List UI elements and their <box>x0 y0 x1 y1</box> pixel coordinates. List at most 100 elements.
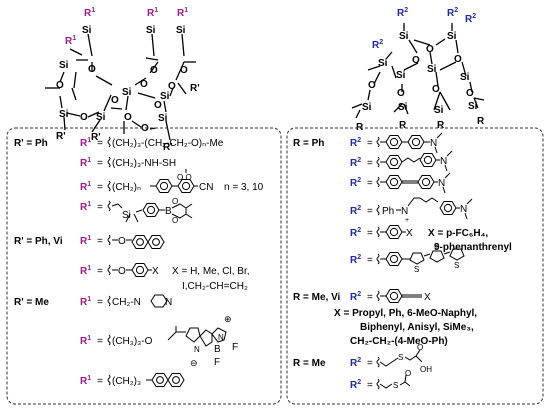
r2-entry-2: R2 = N <box>350 150 453 172</box>
svg-text:O: O <box>154 100 162 111</box>
svg-text:X = Propyl, Ph, 6-MeO-Naphyl,: X = Propyl, Ph, 6-MeO-Naphyl, <box>334 308 477 319</box>
svg-text:Si: Si <box>96 112 106 123</box>
svg-text:R2: R2 <box>465 13 476 25</box>
svg-text:=: = <box>97 202 103 213</box>
svg-text:O: O <box>368 80 376 91</box>
svg-text:Si: Si <box>447 31 457 42</box>
svg-text:X: X <box>424 292 431 303</box>
r1-entry-1: R1 = (CH₂)₃-(CH₂-CH₂-O)ₙ-Me <box>80 136 224 149</box>
svg-text:R': R' <box>56 131 66 142</box>
svg-text:(CH₃)₃-O: (CH₃)₃-O <box>112 336 153 347</box>
svg-text:n = 3, 10: n = 3, 10 <box>224 182 264 193</box>
svg-text:R2: R2 <box>350 177 361 189</box>
svg-text:R1: R1 <box>80 375 91 387</box>
svg-text:O: O <box>417 343 423 352</box>
svg-text:=: = <box>97 236 103 247</box>
svg-text:R2: R2 <box>447 7 458 19</box>
svg-text:=: = <box>367 158 373 169</box>
svg-text:CN: CN <box>199 182 213 193</box>
svg-text:R1: R1 <box>80 201 91 213</box>
svg-text:=: = <box>367 380 373 391</box>
left-scaffold: R1 R1 R1 R1 Si Si Si Si O O O O Si Si O … <box>45 7 200 153</box>
svg-text:R1: R1 <box>80 137 91 149</box>
right-panel-frame <box>286 127 544 405</box>
svg-text:O O: O O <box>177 173 192 182</box>
svg-text:=: = <box>97 266 103 277</box>
r2-entry-4: R2 = Ph N + N <box>350 197 473 224</box>
svg-text:⊕: ⊕ <box>224 314 232 324</box>
svg-text:(CH₂)₃-(CH₂-CH₂-O)ₙ-Me: (CH₂)₃-(CH₂-CH₂-O)ₙ-Me <box>112 138 224 149</box>
r2-entry-5: R2 = X X = p-FC₆H₄, 9-phenanthrenyl <box>350 225 512 253</box>
r1-entry-4: R1 = Si B O O <box>80 197 193 225</box>
svg-text:Si: Si <box>160 91 170 102</box>
svg-text:=: = <box>367 178 373 189</box>
group-label-r-me: R = Me <box>293 358 326 369</box>
svg-text:⊖: ⊖ <box>190 358 198 368</box>
svg-text:R2: R2 <box>350 137 361 149</box>
svg-text:Si: Si <box>398 102 408 113</box>
svg-text:Si: Si <box>146 25 156 36</box>
svg-text:O: O <box>88 64 96 75</box>
svg-text:R2: R2 <box>350 254 361 266</box>
svg-text:R2: R2 <box>372 39 383 51</box>
r1-entry-5: R1 = O <box>80 234 165 249</box>
svg-text:X = p-FC₆H₄,: X = p-FC₆H₄, <box>428 228 488 239</box>
svg-text:Si: Si <box>362 102 372 113</box>
svg-text:O: O <box>111 95 119 106</box>
r1-entry-6: R1 = O X X = H, Me, Cl, Br, I,CH₂-CH=CH₂ <box>80 263 250 292</box>
svg-text:Si: Si <box>122 87 132 98</box>
svg-text:X = H, Me, Cl, Br,: X = H, Me, Cl, Br, <box>172 266 250 277</box>
svg-text:R: R <box>477 116 485 127</box>
svg-text:R1: R1 <box>80 335 91 347</box>
svg-text:R': R' <box>190 83 200 94</box>
svg-text:=: = <box>367 358 373 369</box>
svg-text:N: N <box>438 178 445 189</box>
svg-text:R1: R1 <box>80 296 91 308</box>
group-label-r-ph: R = Ph <box>293 138 324 149</box>
left-panel-frame <box>6 127 282 405</box>
svg-text:R2: R2 <box>350 291 361 303</box>
svg-text:Si: Si <box>59 109 69 120</box>
svg-text:B: B <box>214 344 221 355</box>
svg-text:Si: Si <box>59 60 69 71</box>
r1-entry-9: R1 = (CH₂)₃ <box>80 373 185 387</box>
svg-text:R2: R2 <box>350 357 361 369</box>
right-panel: R = Ph R = Me, Vi R = Me R2 = N R2 = <box>293 132 512 391</box>
svg-text:R: R <box>399 120 407 131</box>
r2-entry-8: R2 = S O OH <box>350 343 432 374</box>
svg-text:Si: Si <box>378 58 388 69</box>
svg-text:O: O <box>140 79 148 90</box>
svg-text:B: B <box>165 206 172 217</box>
svg-text:S: S <box>414 265 419 274</box>
svg-text:X: X <box>152 266 159 277</box>
svg-text:O: O <box>150 65 158 76</box>
svg-text:R1: R1 <box>80 235 91 247</box>
r1-entry-2: R1 = (CH₂)₃-NH-SH O O <box>80 156 192 182</box>
svg-text:Si: Si <box>122 210 131 221</box>
svg-text:Si: Si <box>399 31 409 42</box>
svg-text:O: O <box>412 55 420 66</box>
svg-text:N: N <box>194 345 200 354</box>
svg-text:R2: R2 <box>350 379 361 391</box>
svg-text:O: O <box>466 88 474 99</box>
svg-text:R1: R1 <box>177 7 188 19</box>
svg-text:O: O <box>397 88 405 99</box>
svg-text:O: O <box>180 65 188 76</box>
svg-text:O: O <box>172 216 178 225</box>
svg-text:R1: R1 <box>80 265 91 277</box>
svg-text:=: = <box>367 255 373 266</box>
svg-text:O: O <box>172 197 178 206</box>
svg-text:CH₂-CH₂-(4-MeO-Ph): CH₂-CH₂-(4-MeO-Ph) <box>350 336 448 347</box>
svg-text:9-phenanthrenyl: 9-phenanthrenyl <box>434 242 512 253</box>
svg-text:=: = <box>97 138 103 149</box>
group-label-ph: R' = Ph <box>14 138 48 149</box>
svg-text:Si: Si <box>460 72 470 83</box>
svg-text:=: = <box>367 292 373 303</box>
svg-text:N: N <box>218 333 224 342</box>
svg-text:(CH₂)ₙ: (CH₂)ₙ <box>112 182 141 193</box>
svg-text:N: N <box>401 206 408 217</box>
svg-text:N: N <box>165 297 172 308</box>
svg-text:+: + <box>405 217 409 224</box>
svg-text:S: S <box>398 353 403 362</box>
r2-entry-1: R2 = N <box>350 132 443 154</box>
